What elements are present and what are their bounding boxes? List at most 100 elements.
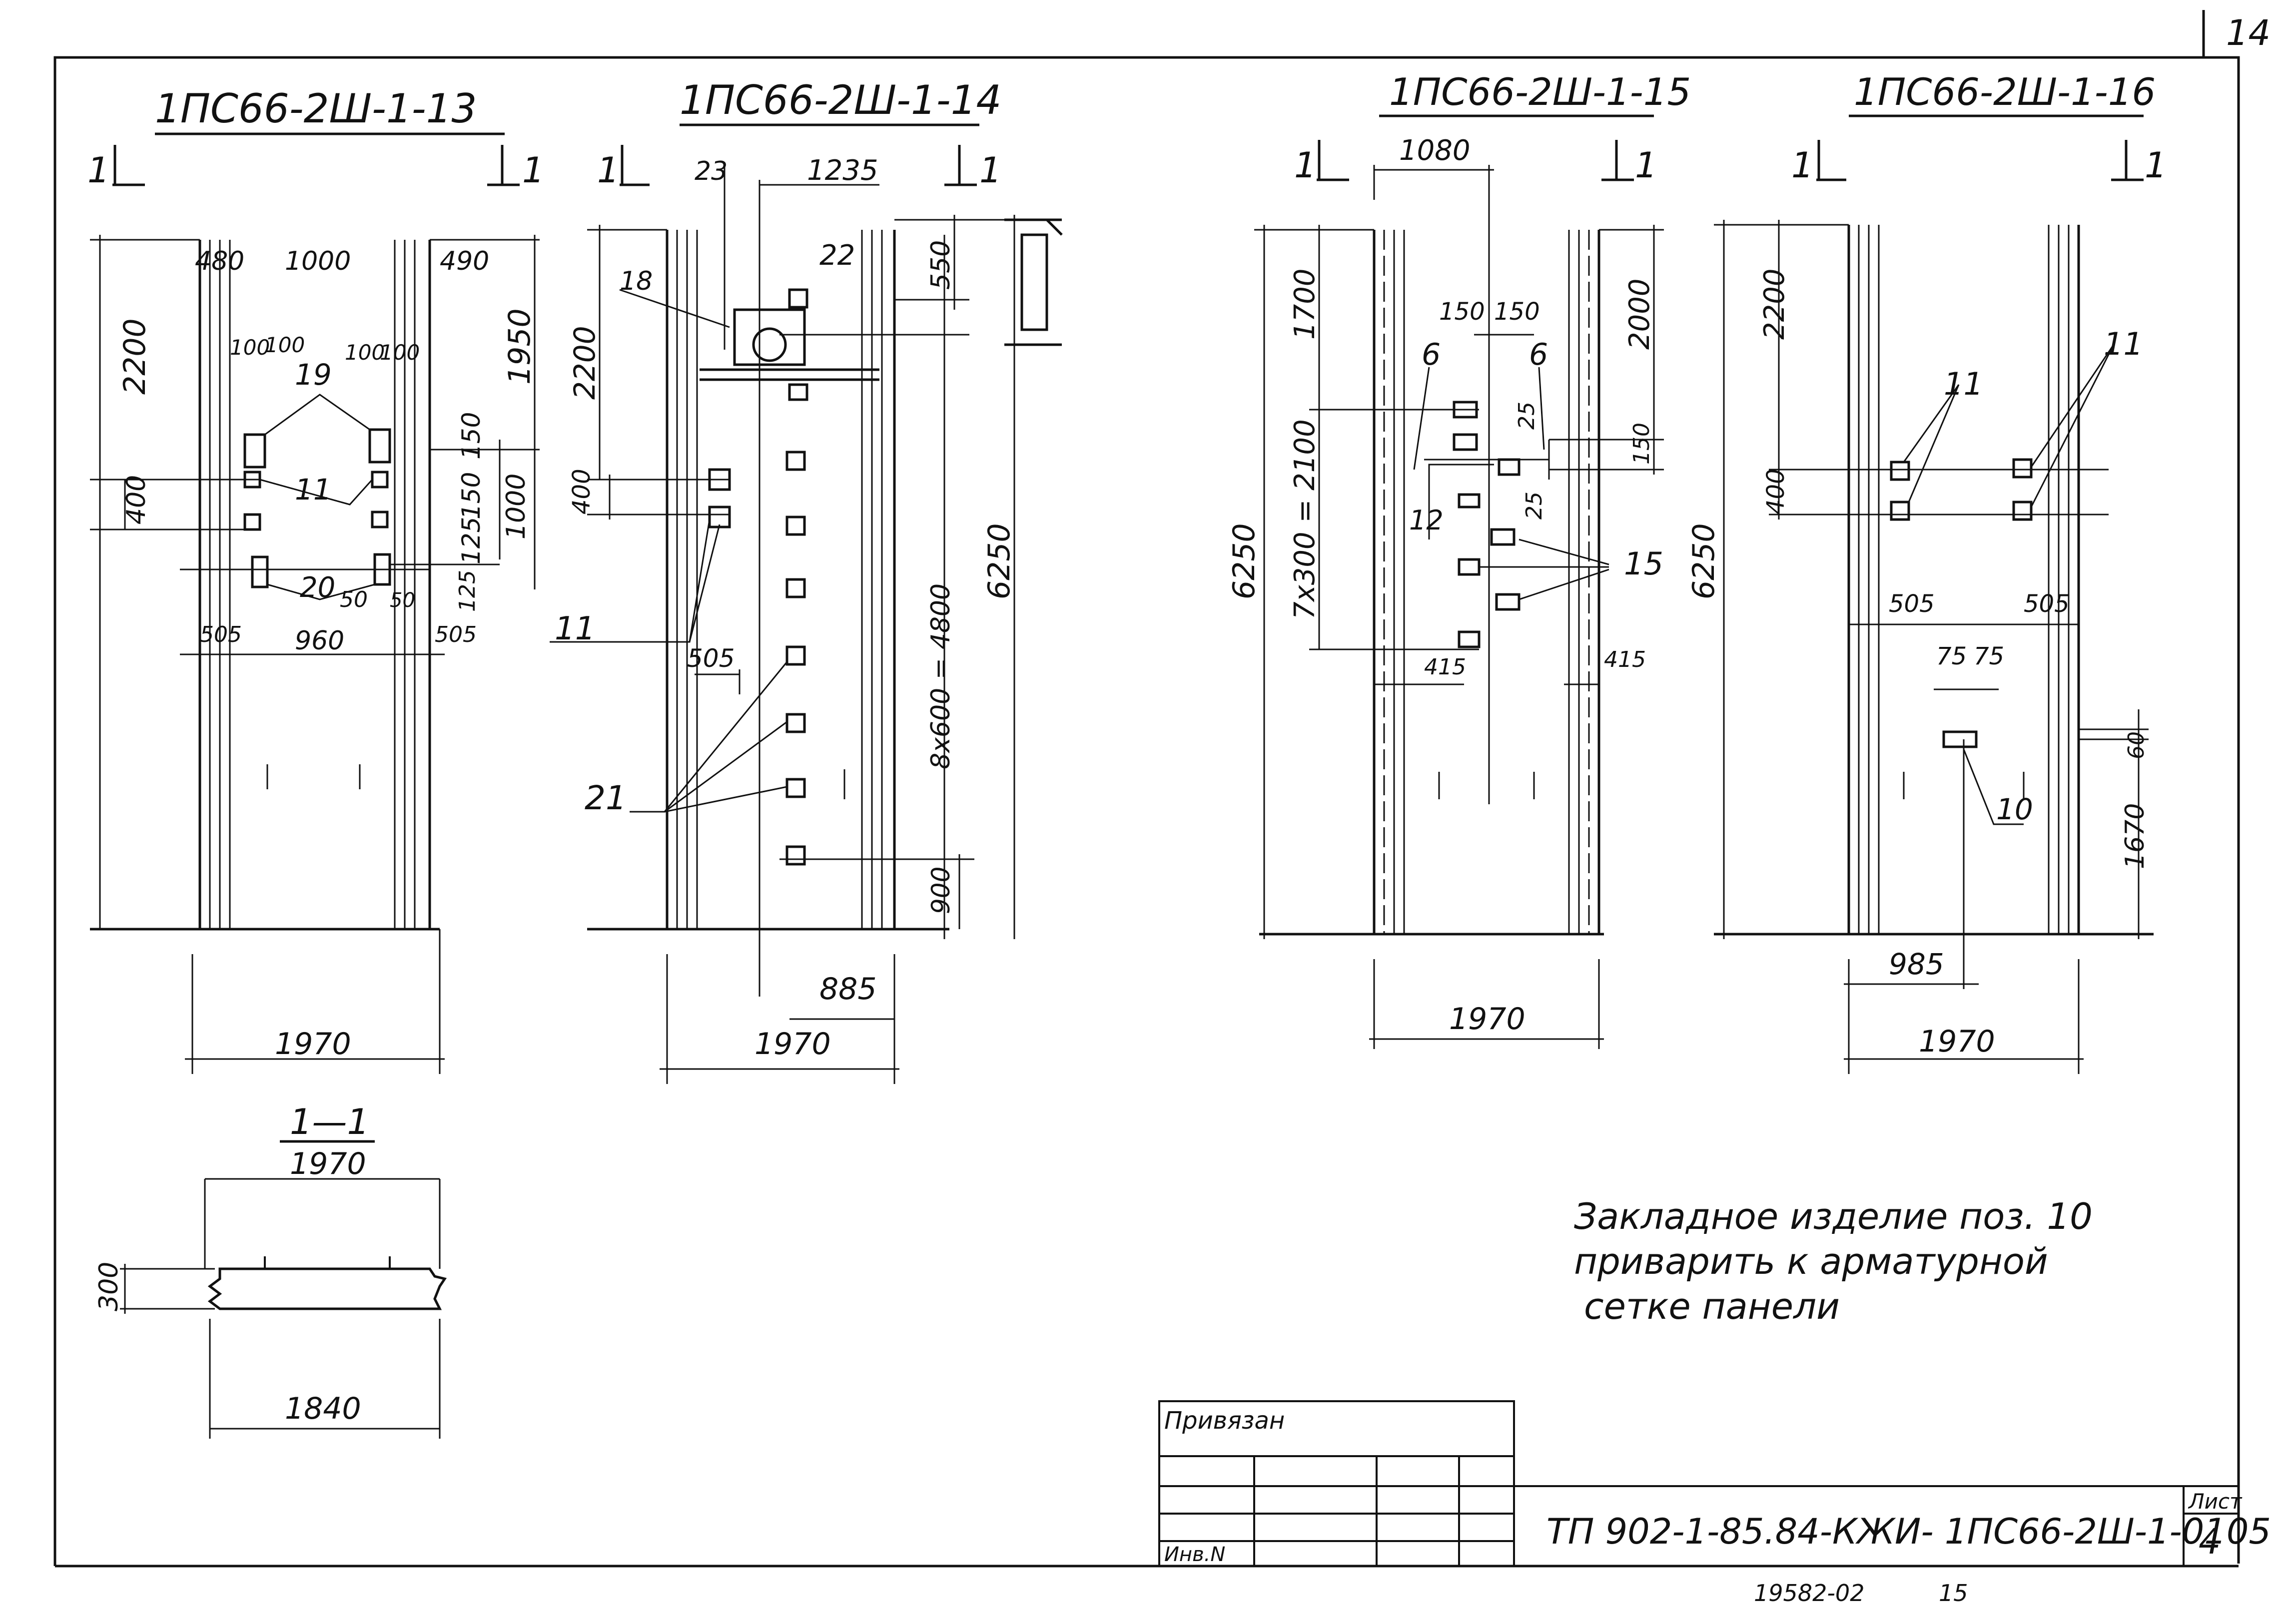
p13-dim-100b: 100: [265, 333, 305, 357]
stamp-inv: Инв.N: [1164, 1543, 1225, 1566]
p15-part-15d: [1458, 630, 1481, 648]
section-dim-1970: 1970: [290, 1146, 366, 1181]
p15-part-6b: [1453, 433, 1478, 451]
p16-dim-75b: 75: [1974, 642, 2004, 670]
p15-label-6b: 6: [1529, 337, 1548, 372]
p13-dim-2200: 2200: [117, 318, 152, 395]
section-profile: [207, 1267, 447, 1310]
p13-dim-50b: 50: [390, 589, 415, 612]
panel-13-ribs: [209, 240, 416, 929]
p13-dim-150a: 150: [457, 412, 486, 460]
p13-part-11c: [243, 513, 261, 531]
note-line-1: Закладное изделие поз. 10: [1574, 1195, 2093, 1237]
p16-part-11b: [1890, 501, 1910, 521]
note-line-2: приварить к арматурной: [1574, 1240, 2048, 1282]
stamp-bottom-code: 19582-02: [1754, 1580, 1864, 1607]
p13-dim-960: 960: [295, 626, 344, 656]
panel-14-title: 1ПС66-2Ш-1-14: [680, 77, 1001, 126]
p13-dim-125a: 125: [457, 517, 486, 564]
panel-15-outline: [1259, 230, 1604, 936]
p16-part-10: [1942, 730, 1978, 748]
cut-markers: [112, 140, 2144, 186]
p13-dim-505b: 505: [435, 622, 477, 647]
p14-side-detail: [1020, 233, 1048, 331]
p14-dim-400: 400: [568, 469, 596, 515]
p16-width-1970: 1970: [1919, 1024, 1995, 1059]
p13-part-11d: [371, 511, 389, 529]
panel-14-embedded-parts: [700, 218, 1063, 866]
p15-dim-150b: 150: [1494, 298, 1540, 326]
p14-dim-900: 900: [926, 867, 955, 914]
panel-15-title-text: 1ПС66-2Ш-1-15: [1389, 70, 1691, 114]
p16-part-11d: [2012, 501, 2033, 521]
section-dim-300: 300: [94, 1262, 124, 1311]
stamp-privyazan: Привязан: [1164, 1407, 1285, 1435]
cut-label-15-right: 1: [1635, 145, 1657, 186]
panel-16-dimension-lines: [1714, 220, 2149, 1074]
p15-label-6a: 6: [1422, 337, 1441, 372]
p13-label-20: 20: [300, 571, 335, 604]
p16-dim-1670: 1670: [2120, 803, 2150, 869]
p13-dim-150b: 150: [457, 472, 486, 520]
p14-part-11b: [708, 506, 731, 529]
stamp-sheet-label: Лист: [2188, 1489, 2243, 1514]
p14-dim-6250: 6250: [982, 523, 1017, 599]
cut-label-14-left: 1: [597, 150, 620, 191]
stamp-sheet-number: 4: [2199, 1521, 2221, 1562]
p13-dim-100c: 100: [345, 340, 385, 365]
p14-part-21-5: [785, 713, 806, 733]
panel-13-leaders: [259, 394, 375, 789]
p16-dim-2200: 2200: [1758, 268, 1791, 340]
p15-dim-150a: 150: [1439, 298, 1485, 326]
p14-label-21: 21: [585, 779, 627, 817]
p16-dim-60: 60: [2124, 731, 2149, 759]
p14-dim-8x600: 8х600 = 4800: [926, 583, 956, 769]
panel-16-embedded-parts: [1890, 458, 2033, 748]
p13-label-19: 19: [295, 358, 332, 392]
p16-dim-6250: 6250: [1686, 523, 1721, 599]
panel-15-leaders: [1413, 367, 1609, 799]
p14-part-frame: [733, 308, 806, 366]
cut-label-13-right: 1: [522, 150, 545, 191]
note-line-3: сетке панели: [1584, 1285, 1840, 1327]
cut-label-15-left: 1: [1294, 145, 1317, 186]
panel-14-outline: [587, 230, 949, 931]
panel-14-ribs: [676, 230, 883, 929]
panel-14-title-text: 1ПС66-2Ш-1-14: [680, 77, 1001, 123]
panel-15-dimension-lines: [1254, 165, 1664, 1049]
p13-dim-490: 490: [440, 246, 489, 276]
p15-dim-415b: 415: [1604, 647, 1646, 672]
p14-dim-18: 18: [620, 266, 653, 296]
p13-part-20b: [373, 553, 391, 586]
p14-label-11: 11: [555, 610, 595, 647]
p13-dim-100d: 100: [380, 340, 420, 365]
title-block: Привязан Инв.N ТП 902-1-85.84-КЖИ- 1ПС66…: [1158, 1400, 2271, 1607]
p14-dim-2200: 2200: [568, 326, 602, 400]
p15-width-1970: 1970: [1449, 1002, 1526, 1037]
p14-part-22: [788, 288, 808, 309]
stamp-bottom-page: 15: [1939, 1580, 1968, 1607]
p13-dim-50: 50: [340, 587, 368, 612]
p16-dim-985: 985: [1889, 947, 1944, 981]
p14-dim-550: 550: [926, 240, 956, 290]
p16-dim-505a: 505: [1889, 590, 1935, 618]
p16-part-11c: [2012, 458, 2033, 479]
p15-part-6a: [1453, 401, 1478, 419]
section-1-1: 1—1 1970 300 1840: [94, 1101, 447, 1439]
panel-16-ribs: [1858, 225, 2070, 934]
p14-width-1970: 1970: [755, 1027, 831, 1062]
p15-dim-150c: 150: [1629, 423, 1654, 465]
p13-part-19a: [243, 433, 266, 469]
p16-dim-505b: 505: [2024, 590, 2070, 618]
section-title: 1—1: [290, 1101, 369, 1142]
p13-part-11b: [371, 471, 389, 489]
cut-label-16-left: 1: [1791, 145, 1814, 186]
p14-part-21-2: [785, 516, 806, 536]
p16-label-11a: 11: [1944, 366, 1983, 402]
p16-label-10: 10: [1996, 792, 2033, 826]
section-dimension-lines: [120, 1178, 441, 1439]
p14-dim-885: 885: [819, 972, 877, 1007]
p13-part-20a: [251, 555, 269, 588]
panel-15: 1080 1700 2000 150 150 6 6 25 150 25 7х3…: [1227, 134, 1664, 1049]
section-dim-1840: 1840: [285, 1391, 361, 1426]
